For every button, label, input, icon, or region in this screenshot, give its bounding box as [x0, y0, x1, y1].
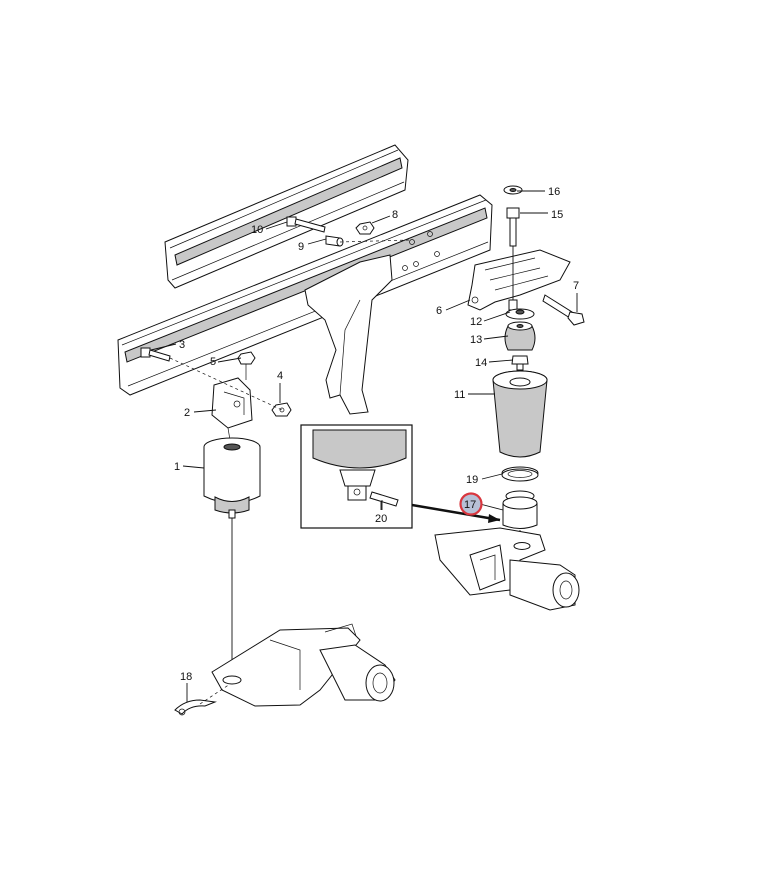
- part-2-bracket: [211, 377, 253, 441]
- label-8: 8: [392, 209, 398, 221]
- label-2: 2: [184, 407, 190, 419]
- part-11-air-spring: [492, 370, 548, 458]
- label-13: 13: [470, 334, 482, 346]
- label-9: 9: [298, 241, 304, 253]
- label-7: 7: [573, 280, 579, 292]
- part-14-nut: [511, 355, 529, 371]
- frame-rail-lower: [117, 194, 493, 396]
- part-19-ring: [501, 466, 539, 482]
- detail-inset: [300, 424, 501, 529]
- part-15-bolt: [506, 207, 520, 247]
- label-11: 11: [454, 389, 465, 401]
- label-1: 1: [174, 461, 180, 473]
- label-3: 3: [179, 339, 185, 351]
- label-19: 19: [466, 474, 478, 486]
- label-20: 20: [375, 513, 387, 525]
- highlight-ring: [459, 492, 483, 516]
- leader-lines: [150, 190, 578, 702]
- part-16-washer: [503, 185, 523, 195]
- part-1-damper: [203, 437, 261, 680]
- cross-member: [304, 254, 393, 415]
- part-8-nut: [355, 221, 375, 235]
- lower-axle-left: [211, 623, 396, 707]
- part-5-nut: [237, 351, 256, 365]
- part-12-bushing: [505, 299, 535, 320]
- label-6: 6: [436, 305, 442, 317]
- label-14: 14: [475, 357, 487, 369]
- lower-axle-right: [434, 527, 580, 611]
- part-9-spacer: [325, 235, 344, 247]
- part-10-bolt: [286, 216, 326, 233]
- part-labels: 16 15 10 9 8 7 6 12 13 14 11 19 17 3 5 4…: [174, 186, 579, 683]
- label-17[interactable]: 17: [464, 499, 476, 511]
- label-4: 4: [277, 370, 283, 382]
- part-17-piston: [502, 490, 538, 545]
- label-10: 10: [251, 224, 263, 236]
- part-3-bolt: [140, 347, 171, 362]
- label-16: 16: [548, 186, 560, 198]
- part-13-bushing: [504, 321, 536, 351]
- part-7-bolt: [542, 294, 585, 326]
- part-6-bracket: [467, 249, 571, 311]
- label-18: 18: [180, 671, 192, 683]
- label-15: 15: [551, 209, 563, 221]
- part-18-clip: [174, 699, 217, 716]
- label-12: 12: [470, 316, 482, 328]
- label-5: 5: [210, 356, 216, 368]
